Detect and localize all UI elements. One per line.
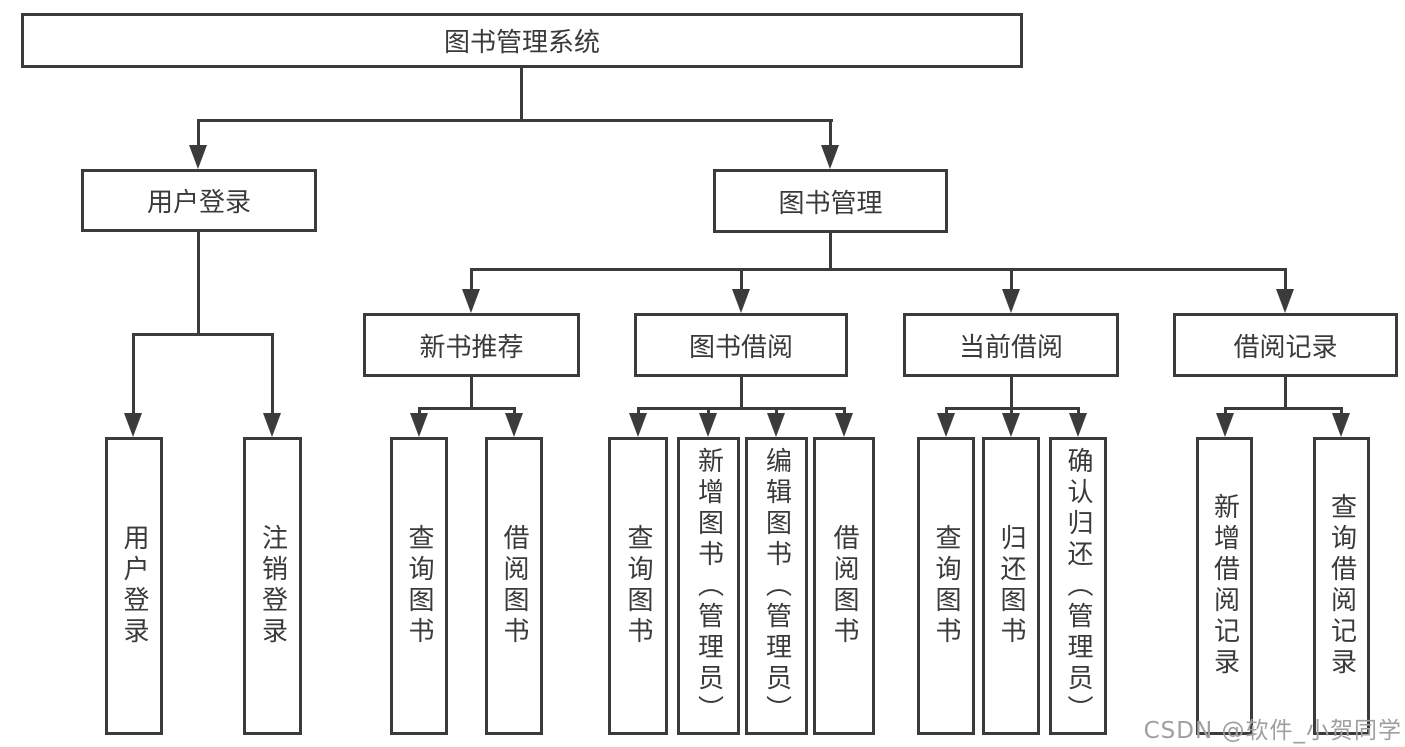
arrow-down-icon: [263, 413, 281, 437]
connector-new-book-rail: [418, 407, 516, 410]
connector-arrow-stem-current-borrowing: [1010, 268, 1013, 290]
node-book-management: 图书管理: [713, 169, 948, 233]
arrow-down-icon: [1002, 413, 1020, 437]
arrow-down-icon: [189, 145, 207, 169]
leaf-label: 新增借阅记录: [1209, 493, 1240, 679]
connector-arrow-stem: [707, 407, 710, 416]
connector-user-login-stem: [197, 232, 200, 335]
watermark: CSDN @软件_小贺同学: [1143, 718, 1402, 744]
leaf-query-books-current: 查询图书: [917, 437, 975, 735]
arrow-down-icon: [629, 413, 647, 437]
arrow-down-icon: [462, 289, 480, 313]
leaf-label: 确认归还（管理员）: [1063, 446, 1093, 726]
arrow-down-icon: [410, 413, 428, 437]
node-new-book-recommendation: 新书推荐: [363, 313, 580, 377]
leaf-label: 归还图书: [996, 524, 1026, 648]
arrow-down-icon: [505, 413, 523, 437]
leaf-add-books-admin: 新增图书（管理员）: [677, 437, 740, 735]
node-library-management-system: 图书管理系统: [21, 13, 1023, 68]
leaf-add-borrow-record: 新增借阅记录: [1196, 437, 1253, 735]
connector-book-borrowing-stem: [740, 377, 743, 409]
connector-borrowing-records-stem: [1284, 377, 1287, 409]
leaf-label: 编辑图书（管理员）: [761, 446, 792, 726]
connector-arrow-stem-leaf-user-login: [132, 333, 135, 413]
leaf-label: 查询借阅记录: [1326, 493, 1357, 679]
connector-arrow-stem: [637, 407, 640, 416]
leaf-confirm-return-admin: 确认归还（管理员）: [1049, 437, 1107, 735]
connector-arrow-stem: [1340, 407, 1343, 416]
connector-arrow-stem: [775, 407, 778, 416]
connector-level1-rail: [197, 119, 833, 122]
arrow-down-icon: [732, 289, 750, 313]
connector-arrow-stem: [1077, 407, 1080, 416]
node-current-borrowing: 当前借阅: [903, 313, 1119, 377]
leaf-query-borrow-record: 查询借阅记录: [1313, 437, 1370, 735]
arrow-down-icon: [1069, 413, 1087, 437]
arrow-down-icon: [699, 413, 717, 437]
leaf-user-login: 用户登录: [105, 437, 163, 735]
arrow-down-icon: [1332, 413, 1350, 437]
node-user-login: 用户登录: [81, 169, 317, 232]
connector-arrow-stem-book-borrowing: [740, 268, 743, 290]
leaf-label: 注销登录: [257, 524, 288, 648]
connector-arrow-stem: [513, 407, 516, 416]
connector-root-stem: [520, 68, 523, 122]
connector-arrow-stem: [418, 407, 421, 416]
connector-arrow-stem: [1224, 407, 1227, 416]
connector-arrow-stem: [1010, 407, 1013, 416]
leaf-borrow-books-borrowing: 借阅图书: [813, 437, 875, 735]
connector-arrow-stem-book-management: [829, 119, 832, 146]
leaf-label: 借阅图书: [499, 524, 529, 648]
leaf-label: 新增图书（管理员）: [693, 446, 724, 726]
connector-arrow-stem-user-login: [197, 119, 200, 146]
connector-arrow-stem-new-book: [470, 268, 473, 290]
connector-new-book-stem: [470, 377, 473, 409]
leaf-label: 借阅图书: [829, 524, 859, 648]
arrow-down-icon: [1002, 289, 1020, 313]
leaf-return-books: 归还图书: [982, 437, 1040, 735]
leaf-label: 查询图书: [931, 524, 961, 648]
leaf-label: 用户登录: [119, 524, 149, 648]
leaf-borrow-books-recommend: 借阅图书: [485, 437, 543, 735]
connector-borrowing-records-rail: [1224, 407, 1343, 410]
arrow-down-icon: [1276, 289, 1294, 313]
connector-current-borrowing-stem: [1010, 377, 1013, 409]
connector-user-login-rail: [132, 333, 274, 336]
arrow-down-icon: [937, 413, 955, 437]
connector-book-borrowing-rail: [637, 407, 846, 410]
arrow-down-icon: [821, 145, 839, 169]
connector-arrow-stem-borrowing-records: [1284, 268, 1287, 290]
arrow-down-icon: [767, 413, 785, 437]
leaf-query-books-recommend: 查询图书: [390, 437, 448, 735]
leaf-edit-books-admin: 编辑图书（管理员）: [745, 437, 808, 735]
connector-arrow-stem-leaf-logout: [271, 333, 274, 413]
connector-book-management-stem: [829, 233, 832, 271]
arrow-down-icon: [124, 413, 142, 437]
node-borrowing-records: 借阅记录: [1173, 313, 1398, 377]
leaf-query-books-borrowing: 查询图书: [608, 437, 668, 735]
leaf-label: 查询图书: [623, 524, 653, 648]
arrow-down-icon: [835, 413, 853, 437]
connector-level2-rail: [470, 268, 1286, 271]
node-book-borrowing: 图书借阅: [634, 313, 848, 377]
leaf-label: 查询图书: [404, 524, 434, 648]
connector-arrow-stem: [945, 407, 948, 416]
arrow-down-icon: [1216, 413, 1234, 437]
connector-arrow-stem: [843, 407, 846, 416]
leaf-logout: 注销登录: [243, 437, 302, 735]
